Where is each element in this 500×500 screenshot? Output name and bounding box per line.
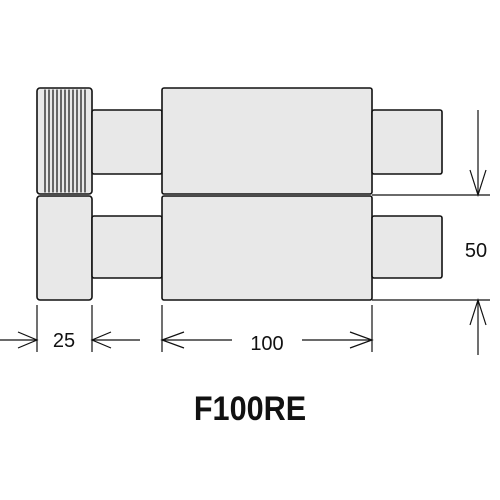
upper-roller xyxy=(161,87,373,195)
upper-left-shaft xyxy=(91,109,163,175)
knurling-lines xyxy=(44,89,86,193)
lower-roller-assembly xyxy=(36,195,443,301)
dimension-height-right xyxy=(372,110,490,355)
dimension-label-50: 50 xyxy=(465,240,487,262)
lower-collar xyxy=(36,195,93,301)
lower-right-shaft xyxy=(371,215,443,279)
lower-left-shaft xyxy=(91,215,163,279)
dimension-width-left xyxy=(0,305,140,352)
upper-right-shaft xyxy=(371,109,443,175)
upper-roller-assembly xyxy=(36,87,443,195)
dimension-label-100: 100 xyxy=(250,333,283,355)
dimension-width-middle xyxy=(160,305,374,352)
model-code-title: F100RE xyxy=(193,390,307,428)
lower-roller xyxy=(161,195,373,301)
dimension-label-25: 25 xyxy=(53,330,75,352)
